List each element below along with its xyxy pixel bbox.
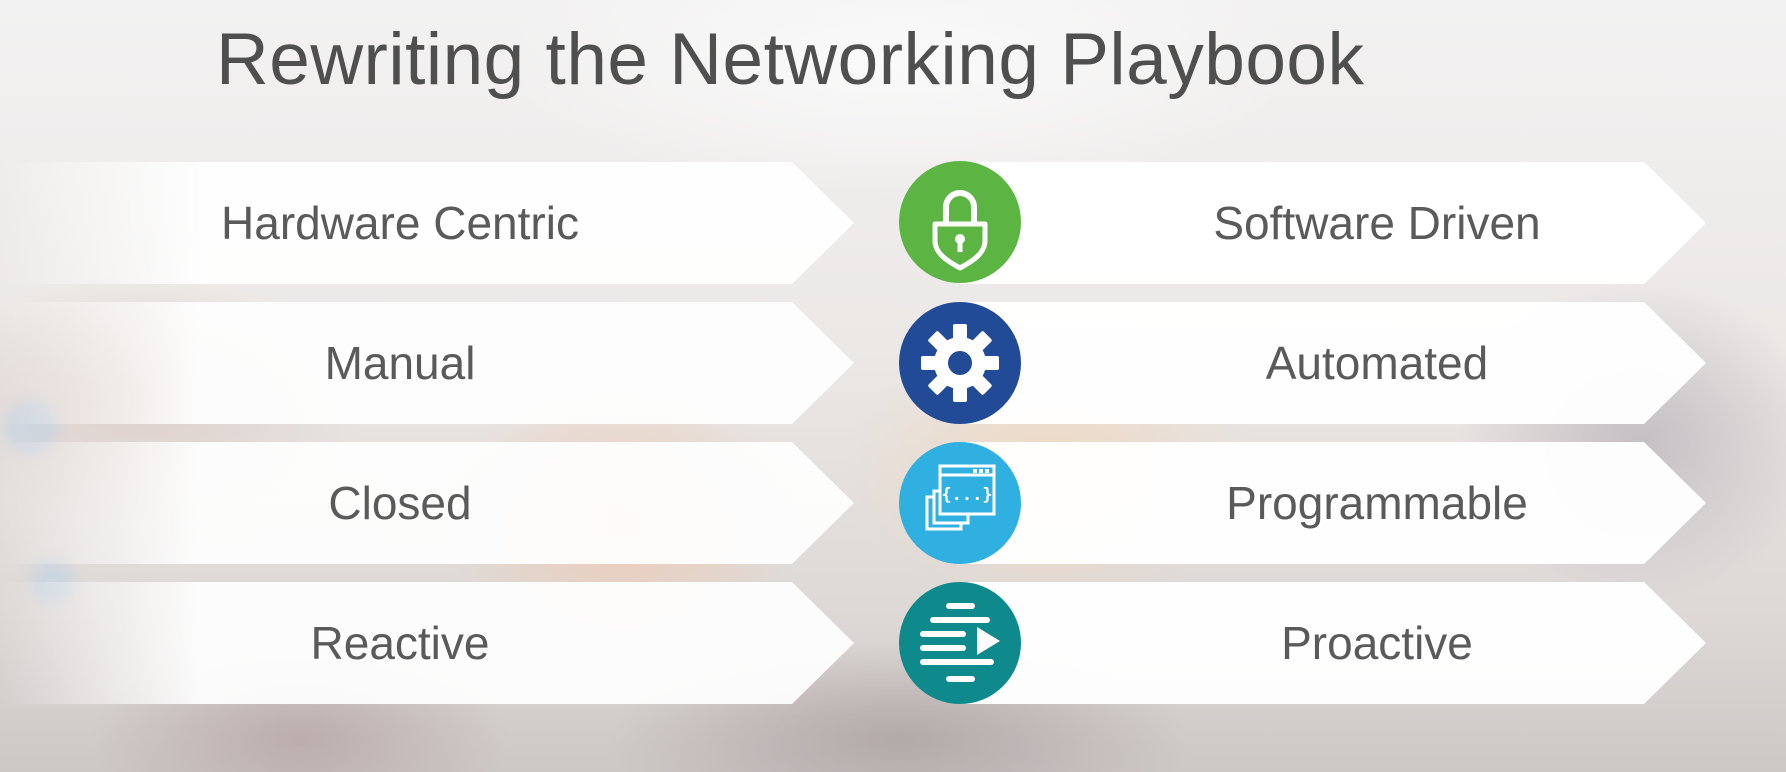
- svg-text:{...}: {...}: [941, 485, 992, 505]
- old-approach-band: Hardware Centric: [0, 162, 854, 284]
- lines-arrow-icon: [899, 582, 1021, 704]
- code-window-icon: {...}: [899, 442, 1021, 564]
- lock-icon: [899, 161, 1021, 283]
- slide-title: Rewriting the Networking Playbook: [216, 19, 1365, 100]
- old-approach-band: Manual: [0, 302, 854, 424]
- new-approach-label: Proactive: [1281, 617, 1473, 669]
- old-approach-label: Manual: [324, 337, 476, 389]
- new-approach-label: Programmable: [1226, 477, 1528, 529]
- old-approach-label: Hardware Centric: [221, 197, 579, 249]
- new-approach-band: Software Driven: [960, 162, 1706, 284]
- new-approach-label: Automated: [1265, 337, 1489, 389]
- old-approach-label: Closed: [328, 477, 472, 529]
- old-approach-band: Closed: [0, 442, 854, 564]
- new-approach-label: Software Driven: [1213, 197, 1541, 249]
- old-approach-band: Reactive: [0, 582, 854, 704]
- gear-icon: [899, 302, 1021, 424]
- new-approach-band: Automated: [960, 302, 1706, 424]
- new-approach-band: Proactive: [960, 582, 1706, 704]
- old-approach-label: Reactive: [310, 617, 490, 669]
- new-approach-band: Programmable: [960, 442, 1706, 564]
